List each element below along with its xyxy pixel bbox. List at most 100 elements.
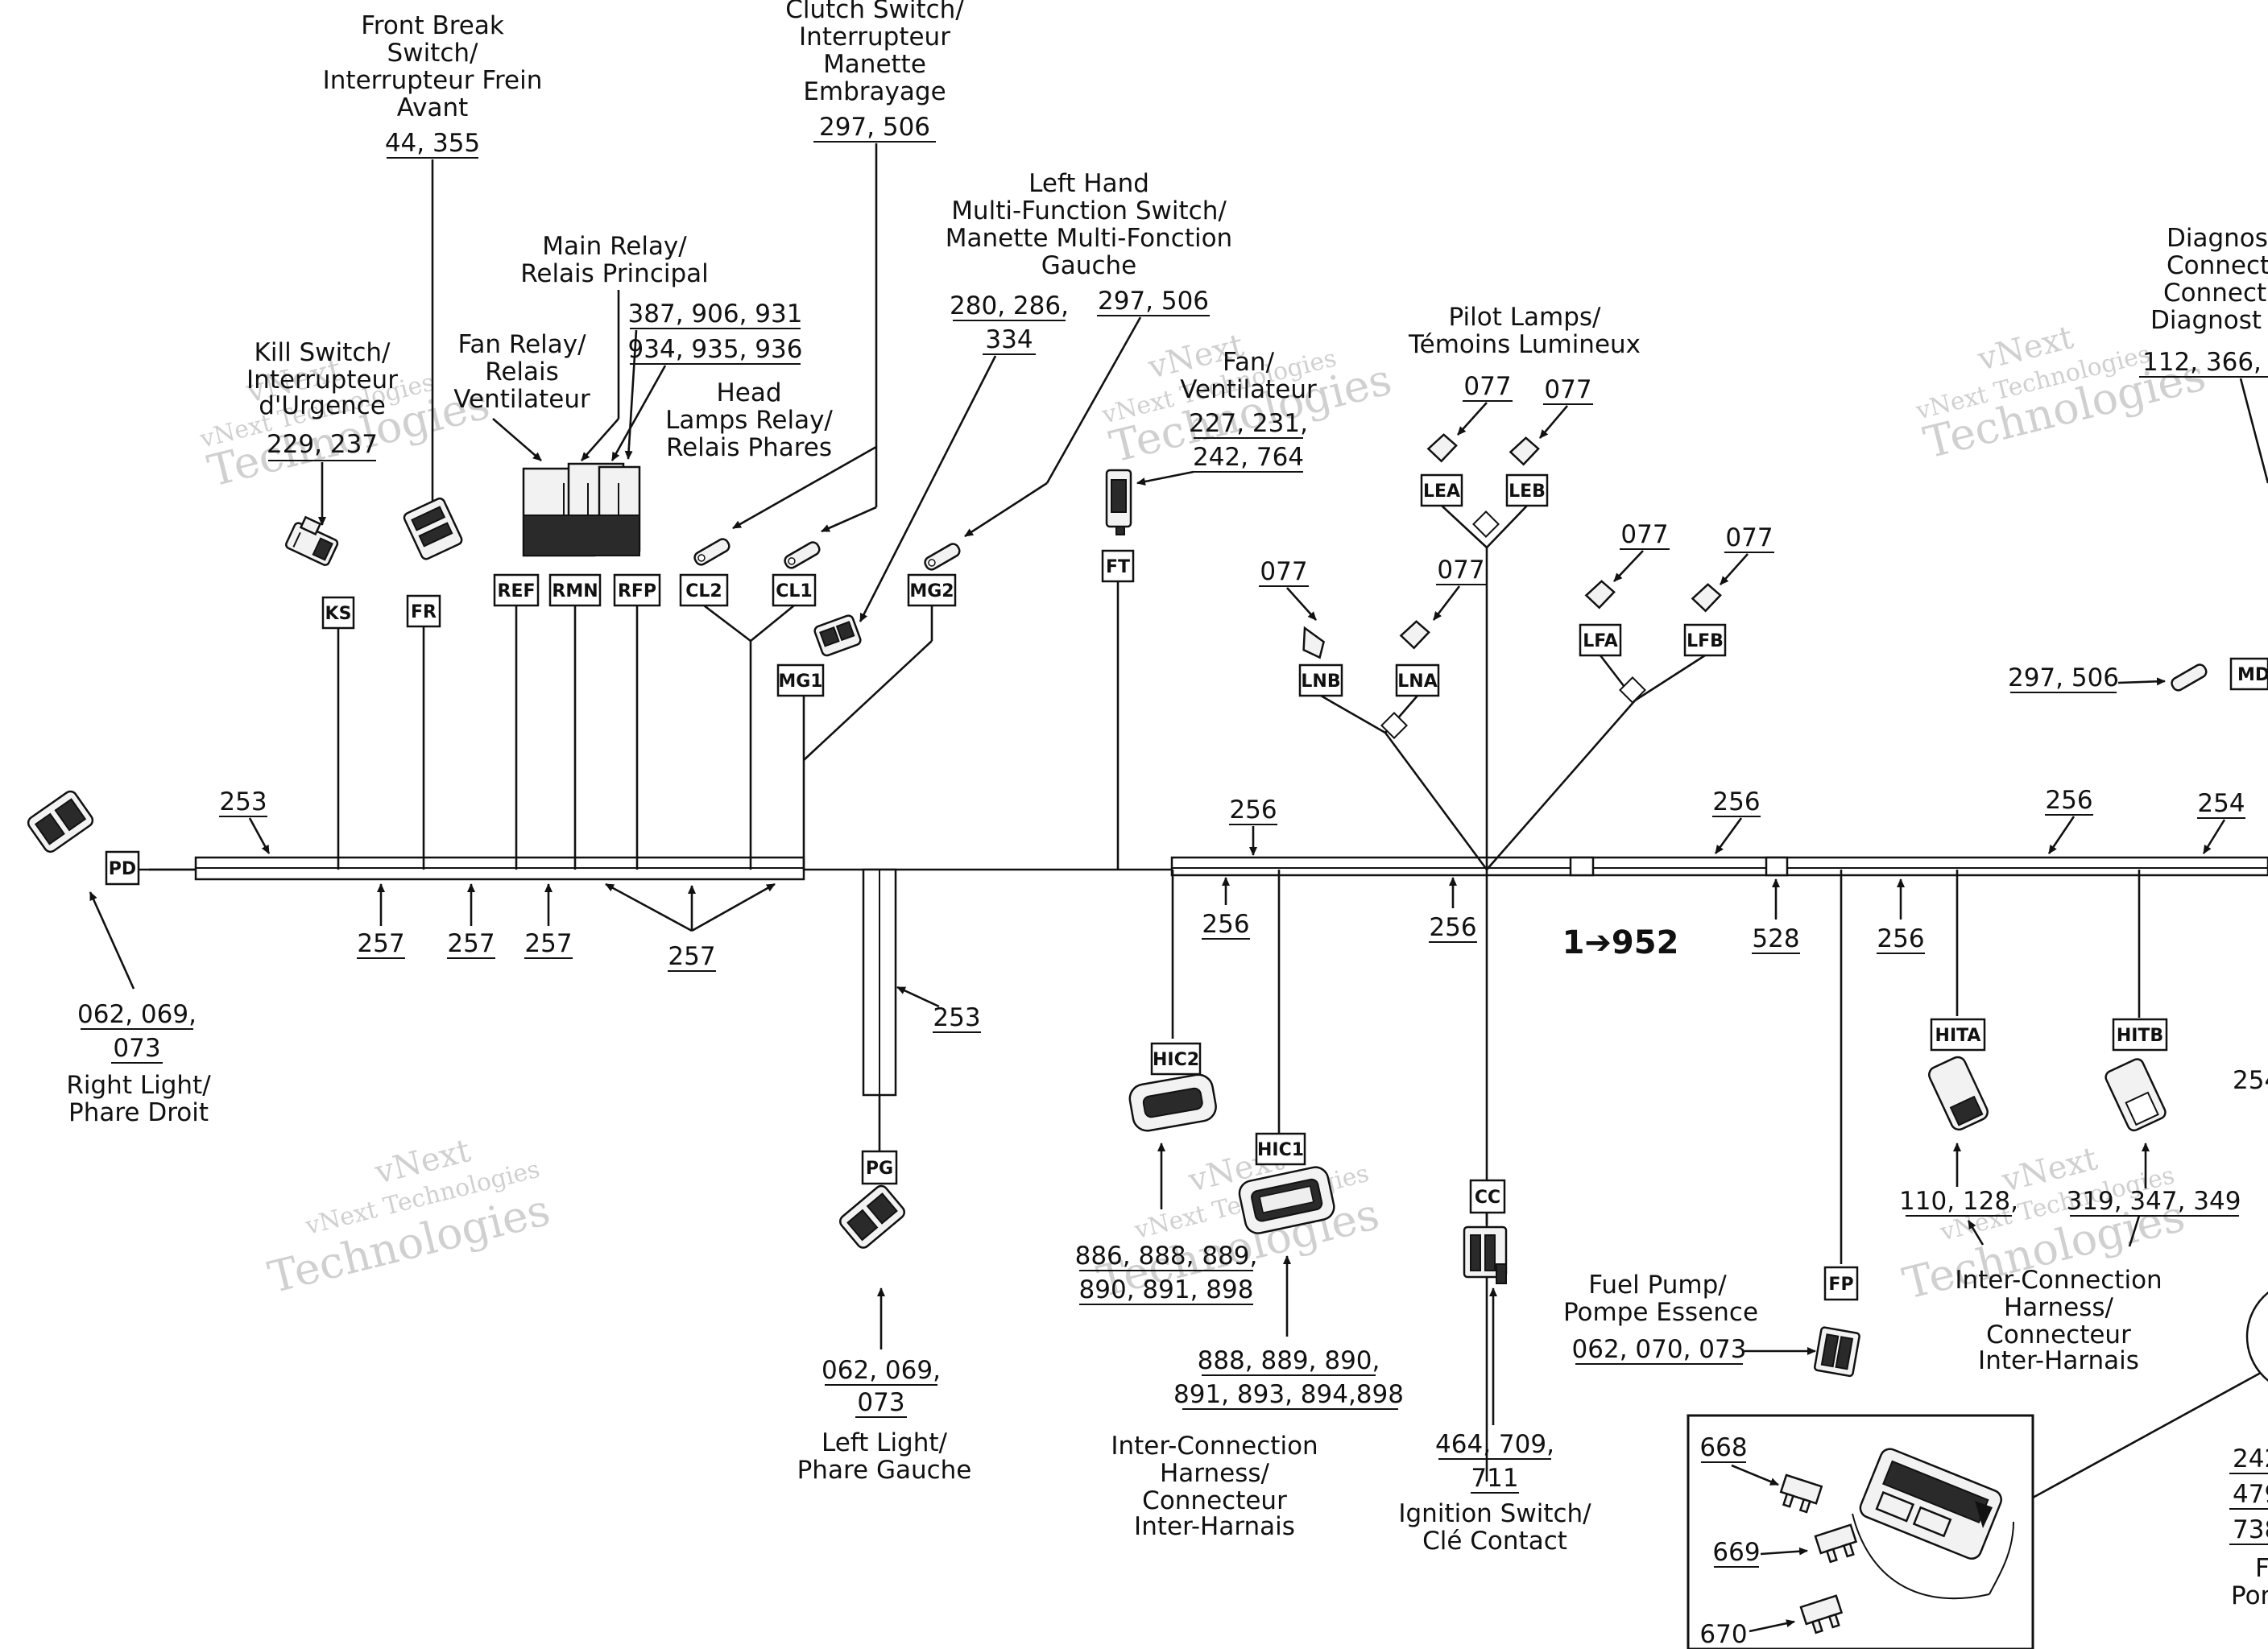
interconnection-left-label-1: Inter-Connection bbox=[1111, 1432, 1318, 1461]
connector-mg2-tag: MG2 bbox=[909, 581, 954, 601]
kill-switch-ref: 229, 237 bbox=[267, 430, 378, 459]
interconnection-left-group: HIC2 886, 888, 889, 890, 891, 898 HIC1 8… bbox=[1075, 870, 1404, 1541]
lna-lamp-icon bbox=[1399, 620, 1430, 650]
lfb-ref: 077 bbox=[1725, 523, 1773, 552]
connector-cc-tag: CC bbox=[1475, 1188, 1500, 1208]
kill-switch-label-2: Interrupteur bbox=[246, 366, 398, 395]
ref-256-a: 256 bbox=[1229, 796, 1277, 824]
fuel-pump-label-1: Fuel Pump/ bbox=[1588, 1271, 1727, 1300]
fuse-ref-670: 670 bbox=[1699, 1620, 1747, 1649]
front-brake-label-3: Interrupteur Frein bbox=[323, 66, 543, 95]
clutch-label-3: Manette bbox=[823, 50, 926, 79]
connector-lea-tag: LEA bbox=[1423, 481, 1460, 502]
left-light-group: PG 062, 069, 073 Left Light/ Phare Gauch… bbox=[797, 1150, 971, 1485]
head-lamps-label-1: Head bbox=[716, 378, 781, 407]
fan-relay-callout: Fan Relay/ Relais Ventilateur bbox=[453, 330, 590, 461]
ref-range-952: 1➔952 bbox=[1562, 924, 1679, 961]
kill-switch-label-1: Kill Switch/ bbox=[255, 338, 391, 367]
interconnection-left-label-3: Connecteur bbox=[1142, 1486, 1287, 1515]
ref-253-top: 253 bbox=[219, 787, 267, 816]
clutch-label-1: Clutch Switch/ bbox=[785, 0, 964, 24]
lfa-lamp-icon bbox=[1584, 580, 1616, 610]
interconnection-right-label-4: Inter-Harnais bbox=[1978, 1346, 2139, 1375]
fuel-pump-connector-icon bbox=[1814, 1326, 1860, 1378]
interconnection-right-label-2: Harness/ bbox=[2004, 1293, 2114, 1322]
mg2-pin-icon bbox=[924, 543, 961, 571]
fuel-pump-ref: 062, 070, 073 bbox=[1572, 1335, 1747, 1364]
interconnection-left-label-4: Inter-Harnais bbox=[1134, 1512, 1295, 1541]
right-light-label-2: Phare Droit bbox=[68, 1098, 209, 1127]
fan-label-1: Fan/ bbox=[1223, 348, 1275, 377]
fuse-668-icon bbox=[1779, 1473, 1823, 1514]
far-right-fragments: 242 479 738 F Por bbox=[2229, 1291, 2268, 1610]
pilot-lamps-label-1: Pilot Lamps/ bbox=[1449, 303, 1602, 332]
hic2-ref-1: 886, 888, 889, bbox=[1075, 1242, 1258, 1271]
md-connector-group: 297, 506 MD bbox=[2008, 657, 2268, 693]
connector-lfb-tag: LFB bbox=[1687, 631, 1724, 651]
fuse-box-inset: 668 669 670 bbox=[1687, 1367, 2268, 1649]
connector-lfa-tag: LFA bbox=[1583, 631, 1618, 651]
ref-257-d: 257 bbox=[668, 942, 715, 971]
connector-pg-tag: PG bbox=[866, 1159, 893, 1179]
lnb-lamp-icon bbox=[1302, 626, 1325, 659]
ref-254-partial: 254 bbox=[2233, 1066, 2268, 1095]
ref-257-a: 257 bbox=[357, 929, 404, 958]
connector-ft-tag: FT bbox=[1106, 557, 1130, 577]
connector-hic1-tag: HIC1 bbox=[1257, 1140, 1304, 1160]
main-harness bbox=[149, 856, 2268, 1151]
main-relay-label-2: Relais Principal bbox=[520, 259, 709, 288]
left-light-ref-1: 062, 069, bbox=[822, 1356, 941, 1385]
connector-cl2-tag: CL2 bbox=[685, 581, 722, 601]
hic1-ref-1: 888, 889, 890, bbox=[1198, 1346, 1380, 1375]
ref-256-d: 256 bbox=[1712, 787, 1760, 816]
lnb-ref: 077 bbox=[1260, 557, 1307, 586]
right-light-group: PD 062, 069, 073 Right Light/ Phare Droi… bbox=[27, 790, 211, 1127]
mg2-connector-group: MG2 bbox=[803, 543, 961, 761]
fan-connector-group: FT bbox=[1101, 469, 1135, 870]
fan-ref-1: 227, 231, bbox=[1189, 409, 1308, 438]
left-light-ref-2: 073 bbox=[857, 1388, 904, 1417]
fan-label-2: Ventilateur bbox=[1180, 375, 1317, 404]
hitb-connector-icon bbox=[2105, 1058, 2167, 1132]
front-brake-connector-group: FR bbox=[403, 497, 463, 870]
leb-lamp-icon bbox=[1509, 436, 1540, 466]
lna-ref: 077 bbox=[1437, 556, 1484, 585]
front-brake-connector-icon bbox=[403, 497, 463, 560]
main-relay-callout: Main Relay/ Relais Principal 387, 906, 9… bbox=[520, 232, 802, 461]
fan-ref-2: 242, 764 bbox=[1193, 443, 1304, 472]
far-right-label-1: F bbox=[2255, 1554, 2268, 1583]
front-brake-label-1: Front Break bbox=[361, 11, 504, 40]
clutch-label-4: Embrayage bbox=[803, 77, 946, 106]
right-light-ref-2: 073 bbox=[113, 1034, 160, 1063]
right-light-label-1: Right Light/ bbox=[66, 1071, 211, 1100]
right-light-connector-icon bbox=[27, 790, 94, 853]
hic1-connector-icon bbox=[1238, 1166, 1335, 1234]
diagnostic-label-3: Connect bbox=[2163, 279, 2266, 308]
connector-hic2-tag: HIC2 bbox=[1153, 1050, 1199, 1070]
ref-256-b: 256 bbox=[1202, 910, 1249, 939]
hita-connector-icon bbox=[1928, 1056, 1989, 1131]
connector-fp-tag: FP bbox=[1828, 1275, 1853, 1295]
far-right-ref-3: 738 bbox=[2233, 1515, 2268, 1544]
hita-ref: 110, 128, bbox=[1899, 1187, 2018, 1216]
far-right-ref-1: 242 bbox=[2233, 1444, 2268, 1473]
interconnection-right-label-1: Inter-Connection bbox=[1955, 1266, 2162, 1295]
connector-rmn-tag: RMN bbox=[552, 581, 598, 601]
front-brake-label-2: Switch/ bbox=[387, 39, 478, 68]
fan-relay-label-1: Fan Relay/ bbox=[457, 330, 586, 359]
interconnection-left-label-2: Harness/ bbox=[1160, 1459, 1270, 1488]
clutch-pin-cl1-icon bbox=[784, 541, 821, 569]
fuse-669-icon bbox=[1814, 1523, 1858, 1564]
front-brake-label-4: Avant bbox=[397, 93, 469, 122]
clutch-connectors-group: CL2 CL1 bbox=[679, 538, 821, 870]
main-relay-ref-1: 387, 906, 931 bbox=[628, 300, 803, 329]
fuel-pump-label-2: Pompe Essence bbox=[1563, 1298, 1758, 1327]
lh-switch-label-1: Left Hand bbox=[1028, 169, 1149, 198]
fuse-670-icon bbox=[1799, 1594, 1844, 1635]
far-right-label-2: Por bbox=[2231, 1581, 2268, 1610]
harness-refs: 253 257 257 257 257 253 256 256 256 1➔95… bbox=[219, 786, 2268, 1095]
fuse-ref-669: 669 bbox=[1712, 1538, 1760, 1567]
ignition-ref-1: 464, 709, bbox=[1435, 1430, 1554, 1459]
fuel-pump-group: FP Fuel Pump/ Pompe Essence 062, 070, 07… bbox=[1563, 870, 1860, 1378]
clutch-switch-callout: Clutch Switch/ Interrupteur Manette Embr… bbox=[732, 0, 964, 533]
